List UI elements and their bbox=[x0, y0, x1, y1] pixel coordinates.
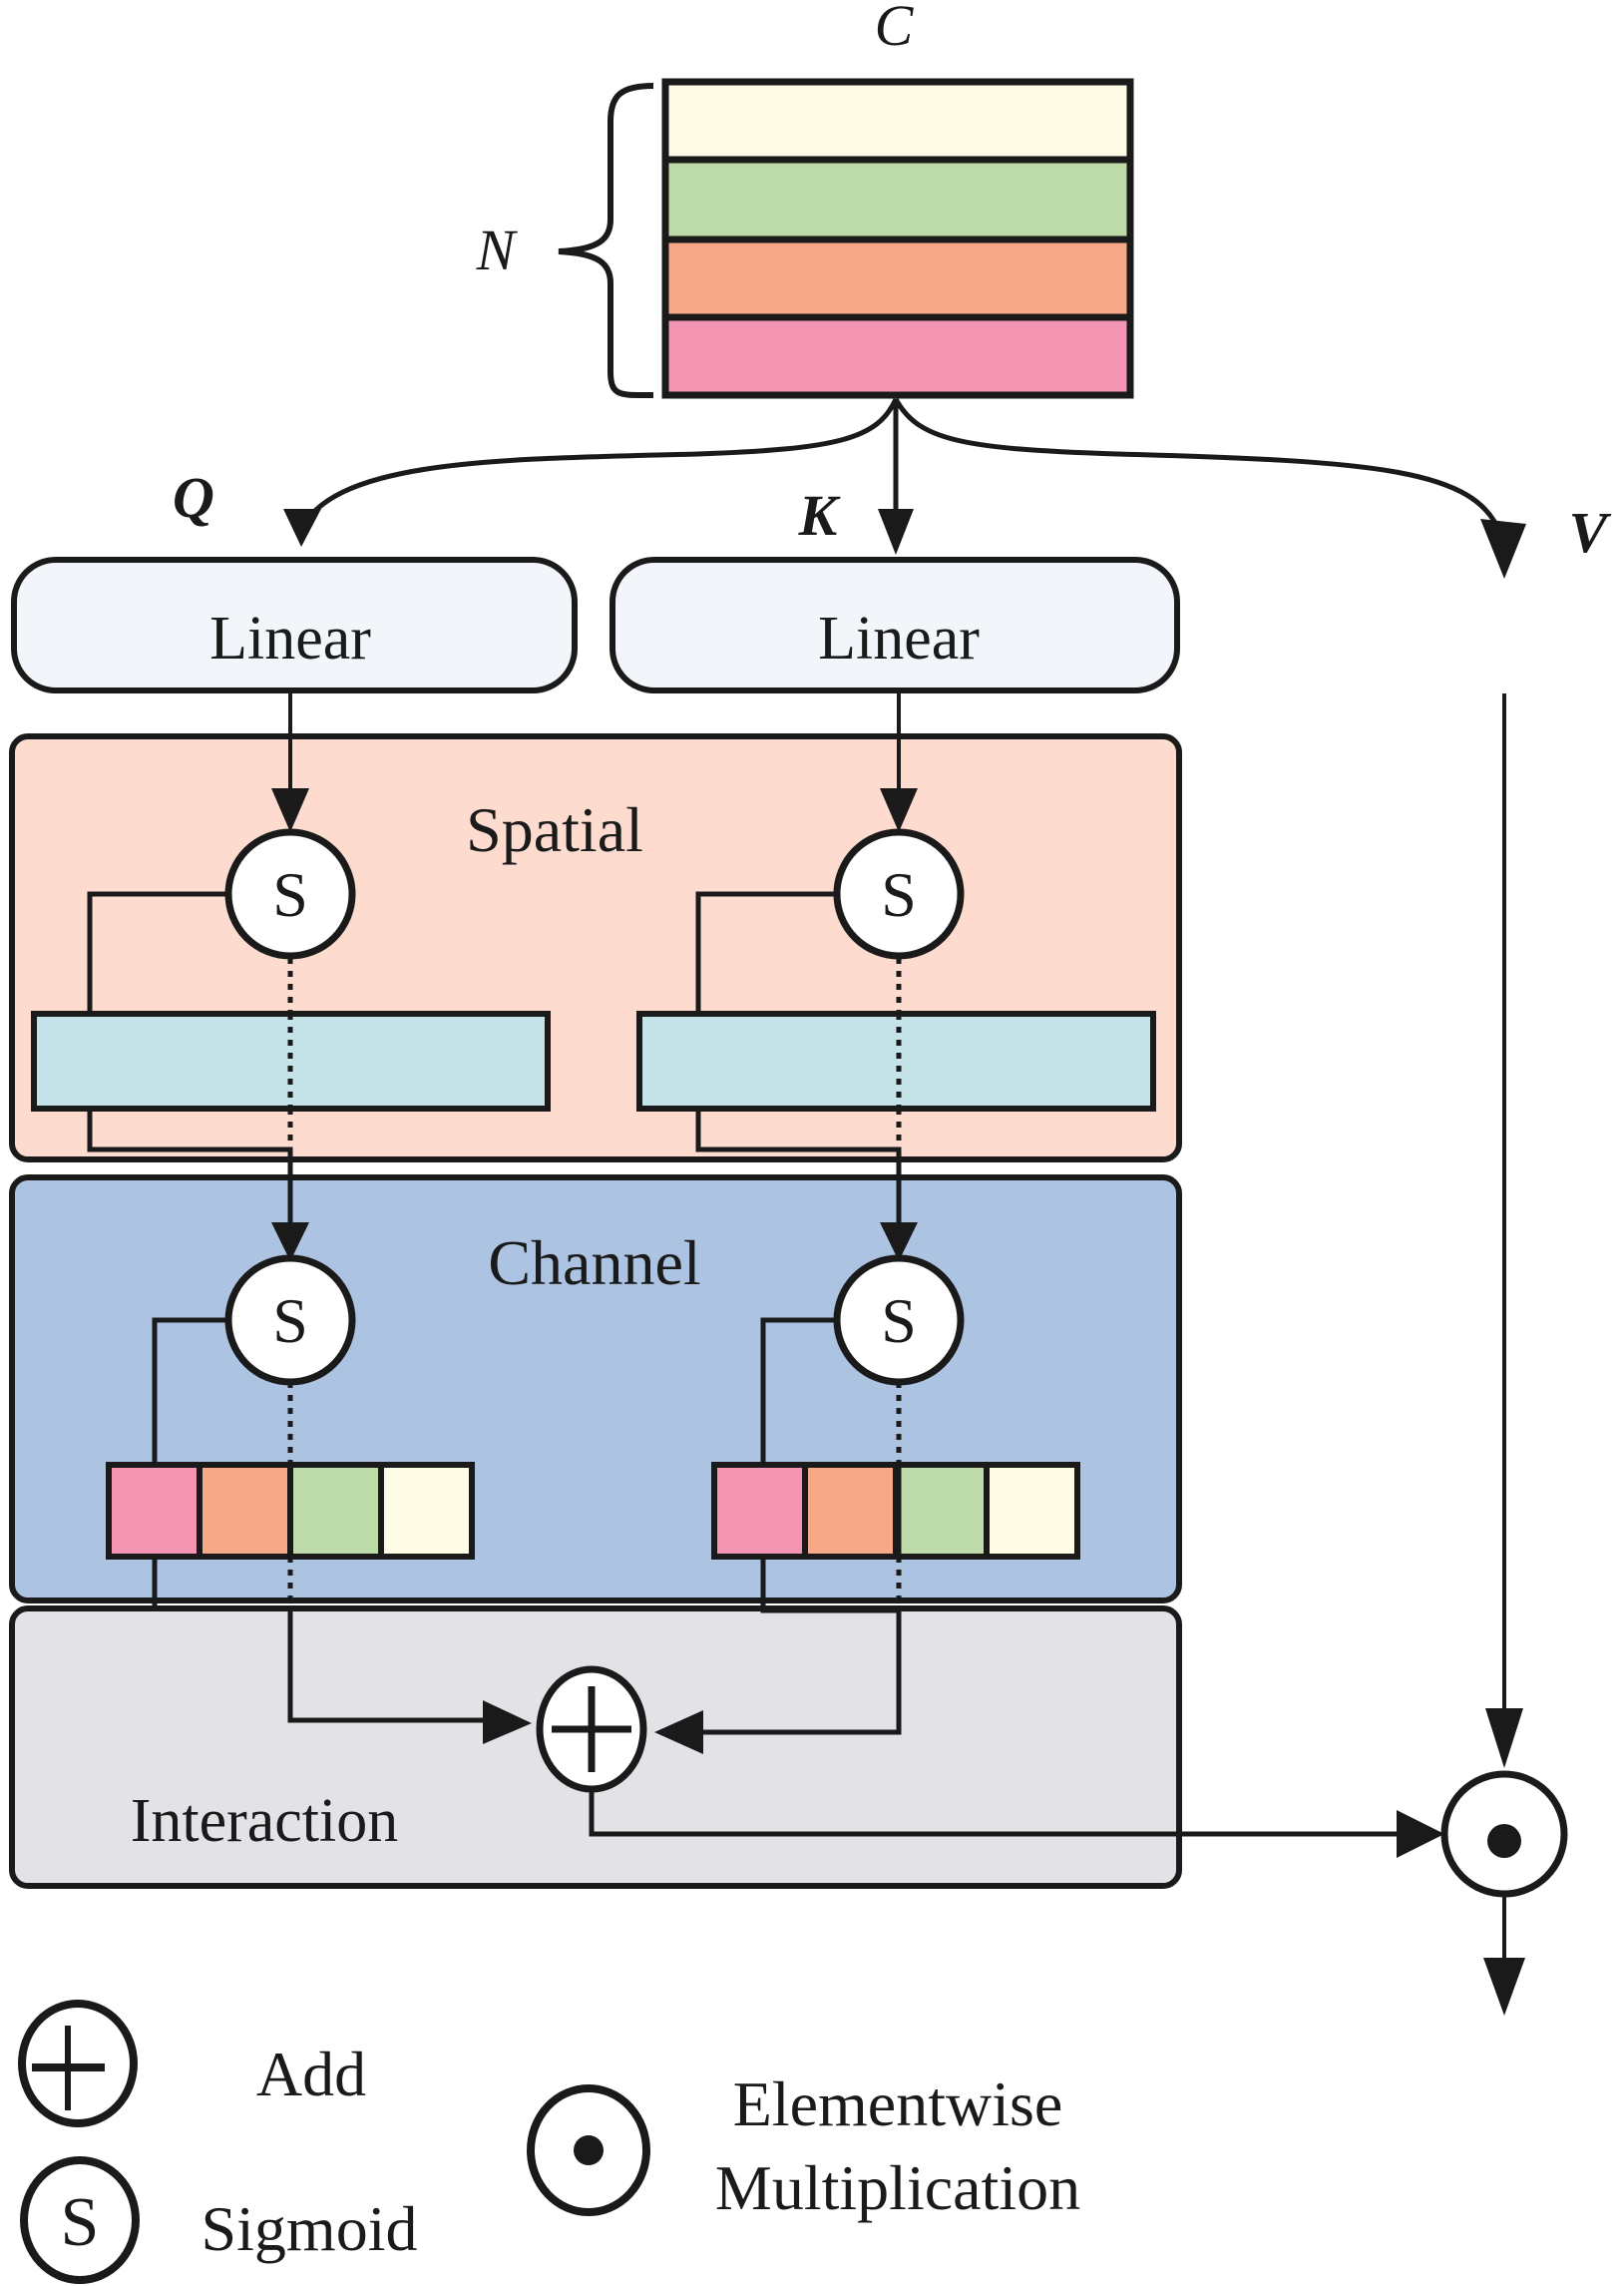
channel-cell bbox=[984, 1462, 1080, 1560]
q-label: Q bbox=[173, 465, 214, 530]
sigmoid-channel-k: S bbox=[833, 1254, 965, 1386]
channel-cells-k bbox=[711, 1462, 1080, 1560]
interaction-label: Interaction bbox=[131, 1787, 399, 1855]
legend-elementwise-line2: Multiplication bbox=[715, 2152, 1080, 2223]
linear-block-q: Linear bbox=[11, 557, 578, 693]
add-to-multiply-line bbox=[589, 1789, 1417, 1837]
input-row-4 bbox=[661, 313, 1134, 399]
input-matrix bbox=[661, 78, 1134, 399]
legend-sigmoid-symbol: S bbox=[61, 2184, 100, 2261]
channel-label: Channel bbox=[488, 1227, 700, 1298]
channel-cell bbox=[287, 1462, 384, 1560]
legend-elementwise: Elementwise Multiplication bbox=[527, 2068, 1080, 2223]
sigmoid-icon bbox=[833, 1254, 965, 1386]
channel-cell bbox=[106, 1462, 203, 1560]
sigmoid-icon bbox=[833, 828, 965, 960]
legend-elementwise-line1: Elementwise bbox=[733, 2068, 1063, 2139]
linear-label-k: Linear bbox=[818, 605, 980, 673]
channel-cell bbox=[802, 1462, 899, 1560]
q-arrow-head bbox=[283, 509, 321, 547]
token-dim-label: N bbox=[476, 218, 519, 282]
k-branch-flow bbox=[654, 690, 918, 1754]
v-arrow-line bbox=[893, 397, 1503, 535]
channel-cell bbox=[197, 1462, 293, 1560]
v-arrow-head bbox=[1480, 519, 1526, 579]
input-row-3 bbox=[661, 235, 1134, 321]
sigmoid-spatial-k: S bbox=[833, 828, 965, 960]
q-arrow-line bbox=[296, 397, 899, 535]
legend-sigmoid-label: Sigmoid bbox=[202, 2193, 418, 2264]
add-to-multiply-arrow-head bbox=[1397, 1810, 1444, 1858]
channel-cells-q bbox=[106, 1462, 475, 1560]
spatial-label: Spatial bbox=[466, 794, 643, 865]
sigmoid-icon bbox=[224, 1254, 356, 1386]
v-label: V bbox=[1569, 500, 1612, 565]
sigmoid-spatial-q: S bbox=[224, 828, 356, 960]
input-row-1 bbox=[661, 78, 1134, 164]
legend: Add S Sigmoid Elementwise Multiplication bbox=[18, 2000, 1080, 2284]
input-row-2 bbox=[661, 156, 1134, 243]
legend-add: Add bbox=[18, 2000, 366, 2127]
v-path-arrow-head bbox=[1485, 1708, 1523, 1768]
sigmoid-symbol: S bbox=[881, 1285, 917, 1356]
legend-add-label: Add bbox=[256, 2039, 366, 2109]
q-branch-flow bbox=[87, 690, 532, 1744]
multiply-node bbox=[1440, 1770, 1568, 1898]
sigmoid-symbol: S bbox=[881, 859, 917, 930]
sigmoid-icon bbox=[224, 828, 356, 960]
add-node bbox=[536, 1665, 647, 1793]
linear-label-q: Linear bbox=[209, 605, 371, 673]
channel-dim-label: C bbox=[875, 0, 915, 58]
sigmoid-symbol: S bbox=[272, 859, 308, 930]
channel-cell bbox=[711, 1462, 808, 1560]
k-arrow-head bbox=[878, 509, 914, 555]
brace-icon bbox=[558, 83, 654, 399]
output-arrow-head bbox=[1483, 1958, 1525, 2016]
channel-cell bbox=[893, 1462, 990, 1560]
legend-sigmoid: S Sigmoid bbox=[20, 2156, 418, 2284]
channel-cell bbox=[378, 1462, 475, 1560]
sigmoid-channel-q: S bbox=[224, 1254, 356, 1386]
sigmoid-symbol: S bbox=[272, 1285, 308, 1356]
k-label: K bbox=[798, 483, 841, 548]
sigmoid-icon bbox=[20, 2156, 140, 2284]
linear-block-k: Linear bbox=[609, 557, 1180, 693]
